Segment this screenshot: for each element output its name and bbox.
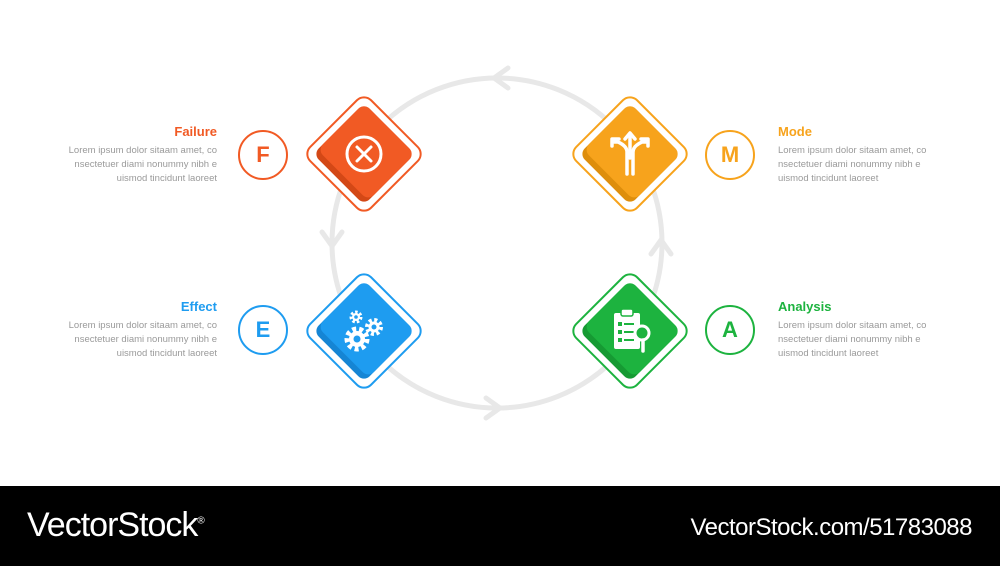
close-circle-icon [345, 135, 383, 173]
registered-mark: ® [197, 515, 204, 527]
effect-title: Effect [180, 299, 217, 314]
split-arrows-icon [610, 131, 650, 176]
cycle-diagram [306, 65, 688, 421]
failure-description: Lorem ipsum dolor sitaam amet, co nsecte… [68, 145, 217, 184]
effect-diamond [306, 273, 422, 389]
analysis-diamond [572, 273, 688, 389]
cycle-arrow-left-icon [319, 229, 345, 249]
letter-circle-e: E [238, 305, 288, 355]
analysis-description: Lorem ipsum dolor sitaam amet, co nsecte… [778, 320, 927, 359]
failure-title: Failure [174, 124, 217, 139]
letter-circle-f: F [238, 130, 288, 180]
letter-circle-a: A [705, 305, 755, 355]
watermark-footer: VectorStock® VectorStock.com/51783088 [0, 486, 1000, 566]
cycle-arrow-bottom-icon [483, 395, 503, 421]
vectorstock-logo: VectorStock® [27, 506, 205, 545]
failure-text-block: Failure Lorem ipsum dolor sitaam amet, c… [17, 124, 217, 186]
effect-text-block: Effect Lorem ipsum dolor sitaam amet, co… [17, 299, 217, 361]
infographic-canvas: F M E A Failure Lorem ipsum dolor sitaam… [17, 65, 978, 421]
failure-diamond [306, 96, 422, 212]
mode-title: Mode [778, 124, 812, 139]
cycle-arrow-top-icon [491, 65, 511, 91]
mode-diamond [572, 96, 688, 212]
effect-description: Lorem ipsum dolor sitaam amet, co nsecte… [68, 320, 217, 359]
letter-circle-m: M [705, 130, 755, 180]
cycle-arrow-right-icon [648, 237, 674, 257]
image-code: VectorStock.com/51783088 [690, 514, 972, 541]
clipboard-search-icon [614, 308, 651, 353]
mode-description: Lorem ipsum dolor sitaam amet, co nsecte… [778, 145, 927, 184]
analysis-text-block: Analysis Lorem ipsum dolor sitaam amet, … [778, 299, 978, 361]
mode-text-block: Mode Lorem ipsum dolor sitaam amet, co n… [778, 124, 978, 186]
gears-icon [344, 310, 383, 352]
analysis-title: Analysis [778, 299, 832, 314]
brand-name: VectorStock [27, 506, 198, 544]
